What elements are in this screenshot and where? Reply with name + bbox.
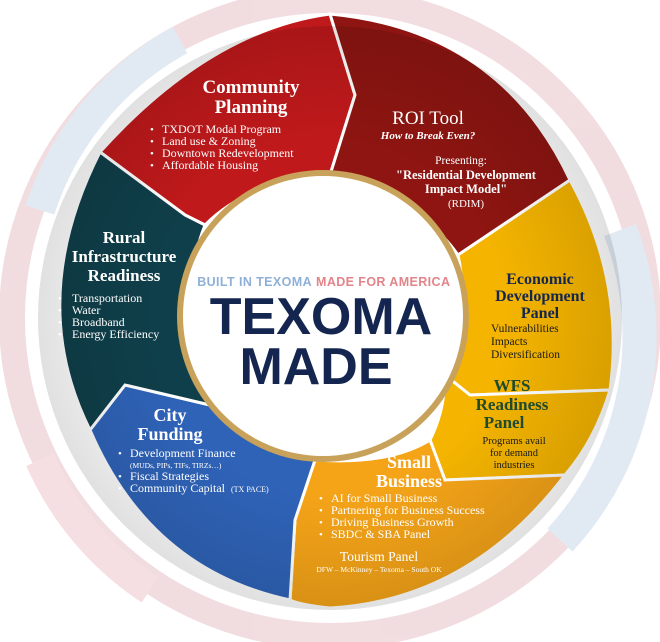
community-planning-text: Community Planning • TXDOT Modal Program… [150, 77, 300, 172]
city-funding-text: City Funding • Development Finance (MUDs… [118, 405, 269, 495]
city-funding-title-2: Funding [137, 424, 202, 444]
bullet: • [150, 148, 154, 160]
economic-title-1: Economic [506, 271, 574, 288]
roi-presenting: Presenting: [435, 155, 487, 167]
community-planning-title-1: Community [202, 77, 300, 98]
small-business-item-1: AI for Small Business [331, 491, 438, 505]
small-business-item-3: Driving Business Growth [331, 515, 454, 529]
small-business-title-1: Small [387, 452, 431, 472]
small-business-text: Small Business • AI for Small Business •… [316, 452, 485, 574]
city-funding-item-1-sub: (MUDs, PIPs, TIFs, TIRZs…) [130, 461, 222, 470]
community-item-3: Downtown Redevelopment [162, 146, 294, 160]
bullet: • [58, 305, 62, 317]
economic-item-3: Diversification [491, 349, 560, 361]
rural-item-2: Water [72, 303, 100, 317]
economic-title-3: Panel [521, 305, 560, 322]
bullet: • [58, 329, 62, 341]
rural-title-2: Infrastructure [72, 247, 177, 266]
bullet: • [319, 505, 323, 517]
city-funding-item-3-sub: (TX PACE) [231, 485, 269, 494]
city-funding-item-3: Community Capital (TX PACE) [130, 481, 269, 495]
tourism-panel-sub: DFW – McKinney – Texoma – South OK [316, 565, 442, 574]
bullet: • [150, 160, 154, 172]
wfs-title-2: Readiness [476, 395, 549, 414]
bullet: • [118, 448, 122, 460]
city-funding-item-2: Fiscal Strategies [130, 469, 209, 483]
rural-title-3: Readiness [88, 266, 161, 285]
roi-abbr: (RDIM) [448, 198, 484, 210]
tagline-made-for-america: MADE FOR AMERICA [316, 275, 450, 289]
center-badge: BUILT IN TEXOMA MADE FOR AMERICA TEXOMA … [177, 170, 469, 462]
wfs-title-1: WFS [494, 376, 531, 395]
community-item-4: Affordable Housing [162, 158, 258, 172]
bullet: • [58, 317, 62, 329]
community-item-1: TXDOT Modal Program [162, 122, 282, 136]
rural-item-3: Broadband [72, 315, 125, 329]
community-item-2: Land use & Zoning [162, 134, 256, 148]
rural-item-1: Transportation [72, 291, 142, 305]
wfs-desc-3: industries [494, 460, 535, 471]
economic-title-2: Development [495, 288, 585, 305]
bullet: • [150, 136, 154, 148]
rural-item-4: Energy Efficiency [72, 327, 159, 341]
community-planning-title-2: Planning [215, 97, 288, 118]
roi-model-line-1: "Residential Development [396, 168, 537, 182]
roi-tool-text: ROI Tool How to Break Even? Presenting: … [380, 108, 537, 210]
small-business-item-2: Partnering for Business Success [331, 503, 485, 517]
economic-development-text: Economic Development Panel Vulnerabiliti… [491, 271, 586, 361]
bullet: • [118, 471, 122, 483]
small-business-title-2: Business [376, 471, 442, 491]
wfs-desc-2: for demand [490, 448, 539, 459]
title-made: MADE [239, 338, 392, 396]
city-funding-title-1: City [154, 405, 187, 425]
bullet: • [319, 493, 323, 505]
bullet: • [58, 293, 62, 305]
bullet: • [319, 529, 323, 541]
small-business-item-4: SBDC & SBA Panel [331, 527, 431, 541]
wfs-readiness-text: WFS Readiness Panel Programs avail for d… [476, 376, 549, 471]
economic-item-1: Vulnerabilities [491, 323, 559, 335]
tagline-built-in-texoma: BUILT IN TEXOMA [197, 275, 312, 289]
wfs-title-3: Panel [484, 413, 525, 432]
roi-tool-subtitle: How to Break Even? [380, 130, 476, 142]
tourism-panel-title: Tourism Panel [340, 549, 418, 564]
city-funding-item-1: Development Finance [130, 446, 236, 460]
bullet: • [319, 517, 323, 529]
bullet: • [118, 483, 122, 495]
title-texoma: TEXOMA [210, 288, 432, 346]
economic-item-2: Impacts [491, 336, 528, 348]
wfs-desc-1: Programs avail [482, 436, 545, 447]
bullet: • [150, 124, 154, 136]
roi-tool-title: ROI Tool [392, 108, 464, 129]
rural-title-1: Rural [103, 228, 146, 247]
city-funding-item-3-main: Community Capital [130, 481, 226, 495]
roi-model-line-2: Impact Model" [425, 182, 507, 196]
rural-infrastructure-text: Rural Infrastructure Readiness • Transpo… [58, 228, 177, 341]
